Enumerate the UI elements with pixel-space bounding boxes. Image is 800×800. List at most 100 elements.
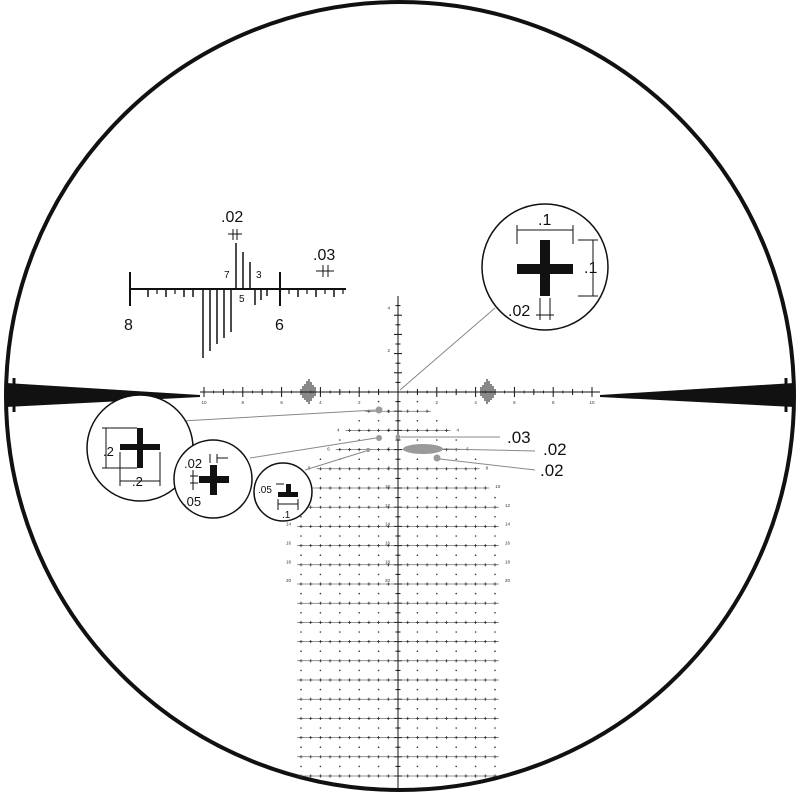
tree-dot — [377, 516, 380, 518]
tree-dot — [436, 477, 438, 480]
tree-dot — [358, 688, 361, 691]
tree-dot — [358, 746, 361, 748]
tree-dot — [358, 708, 361, 710]
h-axis-label: 4 — [319, 400, 322, 405]
center-cross-height-label: .2 — [103, 444, 114, 459]
tree-dot — [319, 592, 322, 595]
tree-dot — [300, 516, 302, 518]
tree-dot — [377, 612, 380, 614]
tree-dot — [474, 746, 477, 748]
mag-dim-right: .03 — [313, 247, 335, 264]
tree-dot — [300, 535, 302, 537]
tree-dot — [339, 554, 341, 556]
v-axis-label: 20 — [385, 578, 391, 583]
tree-label-left: 18 — [286, 559, 292, 564]
tree-dot — [300, 746, 302, 748]
tree-label-right: 10 — [495, 484, 501, 489]
tree-dot — [494, 573, 496, 576]
tree-dot — [300, 592, 302, 595]
right-post — [600, 383, 794, 407]
tree-dot — [358, 420, 361, 422]
v-axis-label: 18 — [385, 559, 391, 564]
tree-dot — [494, 708, 496, 710]
tree-dot — [339, 650, 341, 652]
tree-dot — [436, 535, 438, 537]
tree-dot — [339, 765, 341, 768]
tree-dot — [455, 496, 458, 499]
tree-dot — [416, 554, 419, 556]
callout-tick — [276, 483, 299, 510]
tree-dot — [436, 420, 438, 422]
tree-dot — [436, 612, 438, 614]
tree-dot — [436, 650, 438, 652]
tree-dot — [339, 688, 341, 691]
highlight-ellipse — [403, 444, 443, 454]
right-wind-hashes — [480, 379, 494, 404]
tree-dot — [339, 612, 341, 614]
tree-label-right: 16 — [505, 541, 511, 546]
tree-dot — [319, 496, 322, 499]
tree-dot — [358, 631, 361, 633]
tree-dot — [377, 708, 380, 710]
tree-dot — [416, 727, 419, 729]
tree-dot — [455, 708, 458, 710]
tree-dot — [377, 573, 380, 576]
tree-dot — [474, 650, 477, 652]
tree-label-right: 20 — [505, 578, 511, 583]
tree-dot — [474, 496, 477, 499]
tree-dot — [416, 708, 419, 710]
tree-dot — [339, 631, 341, 633]
tree-dot — [416, 669, 419, 672]
tree-dot — [436, 727, 438, 729]
v-axis-label: 4 — [387, 306, 390, 311]
tree-dot — [300, 554, 302, 556]
tree-dot — [494, 516, 496, 518]
tree-label-right: 12 — [505, 503, 511, 508]
tree-dot — [436, 765, 438, 768]
tree-dot — [455, 592, 458, 595]
tree-dot — [455, 727, 458, 729]
tree-dot — [416, 612, 419, 614]
h-axis-label: 6 — [280, 400, 283, 405]
tree-dot — [358, 592, 361, 595]
tree-label-left: 6 — [327, 446, 330, 451]
tree-label-left: 8 — [308, 465, 311, 470]
vertical-labels: 422468101214161820 — [385, 306, 391, 584]
tree-dot — [455, 746, 458, 748]
tree-dot — [377, 669, 380, 672]
tree-dot — [455, 554, 458, 556]
holdover-tree — [297, 400, 499, 778]
tick-height-label: .05 — [258, 485, 272, 496]
tree-dot — [377, 765, 380, 768]
h-axis-label: 10 — [589, 400, 595, 405]
tree-label-left: 4 — [337, 428, 340, 433]
tree-dot — [319, 727, 322, 729]
tree-dot — [416, 688, 419, 691]
tree-dot — [358, 458, 361, 461]
tree-dot — [358, 612, 361, 614]
tree-dot — [377, 400, 380, 403]
leader-lines — [181, 307, 536, 471]
main-cross-width-label: .1 — [538, 212, 551, 229]
tree-dot — [416, 496, 419, 499]
tree-dot — [319, 612, 322, 614]
tree-dot — [416, 477, 419, 480]
tree-dot — [319, 554, 322, 556]
tree-dot — [416, 650, 419, 652]
tree-dot — [474, 708, 477, 710]
tree-dot — [300, 631, 302, 633]
tree-dot — [416, 746, 419, 748]
tree-dot — [300, 612, 302, 614]
tree-dot — [358, 516, 361, 518]
tree-dot — [455, 650, 458, 652]
tree-dot — [377, 727, 380, 729]
tree-dot — [339, 592, 341, 595]
tree-dot — [339, 516, 341, 518]
tree-label-right: 6 — [466, 446, 469, 451]
tree-label-left: 20 — [286, 578, 292, 583]
tree-dot — [416, 631, 419, 633]
tree-dot — [339, 496, 341, 499]
callout-main-cross — [516, 225, 598, 320]
tree-dot — [377, 458, 380, 461]
tree-dot — [474, 516, 477, 518]
